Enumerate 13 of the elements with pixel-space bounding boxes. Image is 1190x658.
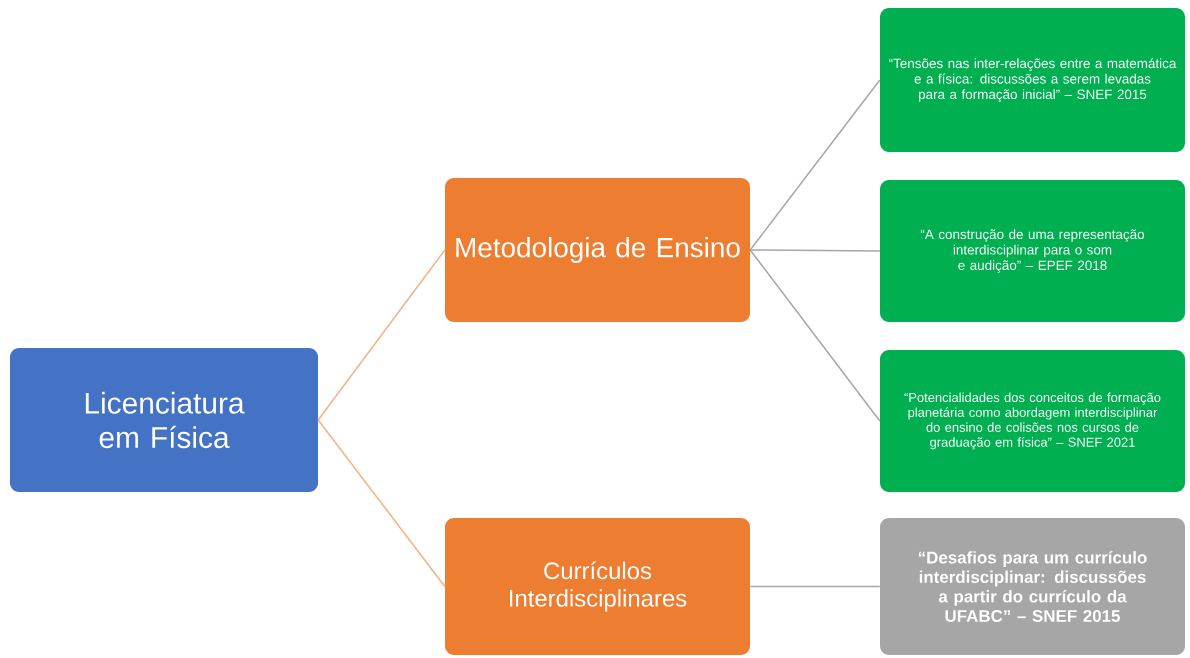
- connector-line: [749, 249, 881, 422]
- category-box: Currículos Interdisciplinares: [445, 518, 750, 655]
- topic-box: Licenciatura em Física: [10, 348, 318, 492]
- paper-box: “Potencialidades dos conceitos de formação planetária como abordagem interdisciplinar do ensino de colisões nos cursos de graduação em física” – SNEF 2021: [880, 350, 1185, 492]
- connector-line: [749, 585, 881, 588]
- paper-box: “A construção de uma representação interdisciplinar para o som e audição” – EPEF 2018: [880, 180, 1185, 322]
- connector-line: [317, 419, 446, 588]
- category-box: Metodologia de Ensino: [445, 178, 750, 322]
- connector-line: [749, 79, 881, 251]
- paper-box: “Tensões nas inter-relações entre a matemática e a física: discussões a serem levadas para a formação inicial” – SNEF 2015: [880, 8, 1185, 152]
- paper-box: “Desafios para um currículo interdisciplinar: discussões a partir do currículo da UFABC” – SNEF 2015: [880, 518, 1185, 655]
- connector-line: [749, 249, 881, 252]
- connector-line: [317, 249, 446, 421]
